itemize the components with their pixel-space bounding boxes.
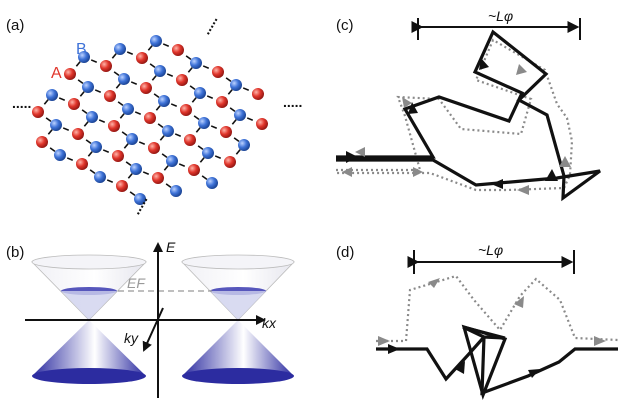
atom-a <box>148 142 160 154</box>
coherence-length-label: ~Lφ <box>488 8 513 24</box>
graphene-lattice <box>32 35 268 205</box>
atom-a <box>136 52 148 64</box>
black-path-c <box>336 29 601 202</box>
atom-a <box>216 96 228 108</box>
atom-b <box>82 81 94 93</box>
atom-a <box>176 74 188 86</box>
axis-e-label: E <box>166 239 176 255</box>
coherence-length-label-d: ~Lφ <box>478 242 503 258</box>
panel-b-label: (b) <box>6 244 24 261</box>
atom-b <box>190 57 202 69</box>
atom-a <box>144 112 156 124</box>
atom-a <box>224 156 236 168</box>
dirac-cone-right <box>181 254 295 384</box>
atom-a <box>100 60 112 72</box>
atom-a <box>188 164 200 176</box>
atom-b <box>150 35 162 47</box>
atom-a <box>152 172 164 184</box>
atom-b <box>202 147 214 159</box>
ellipsis-left: ..... <box>12 95 31 111</box>
axis-kx-label: kx <box>262 315 277 331</box>
atom-a <box>116 180 128 192</box>
panel-d: (d) ~Lφ <box>336 242 619 401</box>
atom-b <box>54 149 66 161</box>
panel-b: (b) EF E kx ky <box>6 239 295 398</box>
atom-b <box>50 119 62 131</box>
atom-a <box>68 98 80 110</box>
atom-b <box>158 95 170 107</box>
atom-b <box>94 171 106 183</box>
panel-c: (c) ~Lφ <box>336 8 601 202</box>
atom-a <box>252 88 264 100</box>
atom-a <box>212 66 224 78</box>
atom-b <box>130 163 142 175</box>
ellipsis-right: ..... <box>283 94 302 110</box>
atom-b <box>238 139 250 151</box>
ellipsis-bottom: ..... <box>127 192 151 217</box>
ellipsis-top: ..... <box>197 12 221 37</box>
sublattice-a-label: A <box>51 65 62 82</box>
atom-a <box>180 104 192 116</box>
atom-b <box>126 133 138 145</box>
atom-b <box>162 125 174 137</box>
atom-a <box>256 118 268 130</box>
dirac-cone-left <box>31 254 147 384</box>
atom-b <box>170 185 182 197</box>
atom-a <box>140 82 152 94</box>
atom-a <box>220 126 232 138</box>
atom-b <box>114 43 126 55</box>
atom-b <box>78 51 90 63</box>
gray-path-d <box>376 274 619 343</box>
atom-b <box>118 73 130 85</box>
atom-b <box>234 109 246 121</box>
panel-a: (a) B A ..... ..... ..... ..... <box>6 12 302 217</box>
atom-b <box>206 177 218 189</box>
fermi-level-label: EF <box>127 275 146 291</box>
atom-b <box>134 193 146 205</box>
atom-b <box>154 65 166 77</box>
panel-d-label: (d) <box>336 244 354 261</box>
atom-a <box>72 128 84 140</box>
panel-c-label: (c) <box>336 17 354 34</box>
atom-b <box>122 103 134 115</box>
axis-ky <box>142 307 164 352</box>
atom-b <box>198 117 210 129</box>
atom-b <box>230 79 242 91</box>
atom-a <box>64 68 76 80</box>
atom-b <box>86 111 98 123</box>
axis-ky-label: ky <box>124 330 139 346</box>
atom-a <box>184 134 196 146</box>
atom-a <box>172 44 184 56</box>
atom-a <box>108 120 120 132</box>
atom-a <box>76 158 88 170</box>
atom-a <box>104 90 116 102</box>
atom-b <box>90 141 102 153</box>
atom-a <box>112 150 124 162</box>
gray-path-c <box>336 38 574 192</box>
atom-b <box>166 155 178 167</box>
panel-a-label: (a) <box>6 17 24 34</box>
atom-a <box>32 106 44 118</box>
sublattice-b-label: B <box>76 41 87 58</box>
atom-b <box>46 89 58 101</box>
atom-b <box>194 87 206 99</box>
atom-a <box>36 136 48 148</box>
